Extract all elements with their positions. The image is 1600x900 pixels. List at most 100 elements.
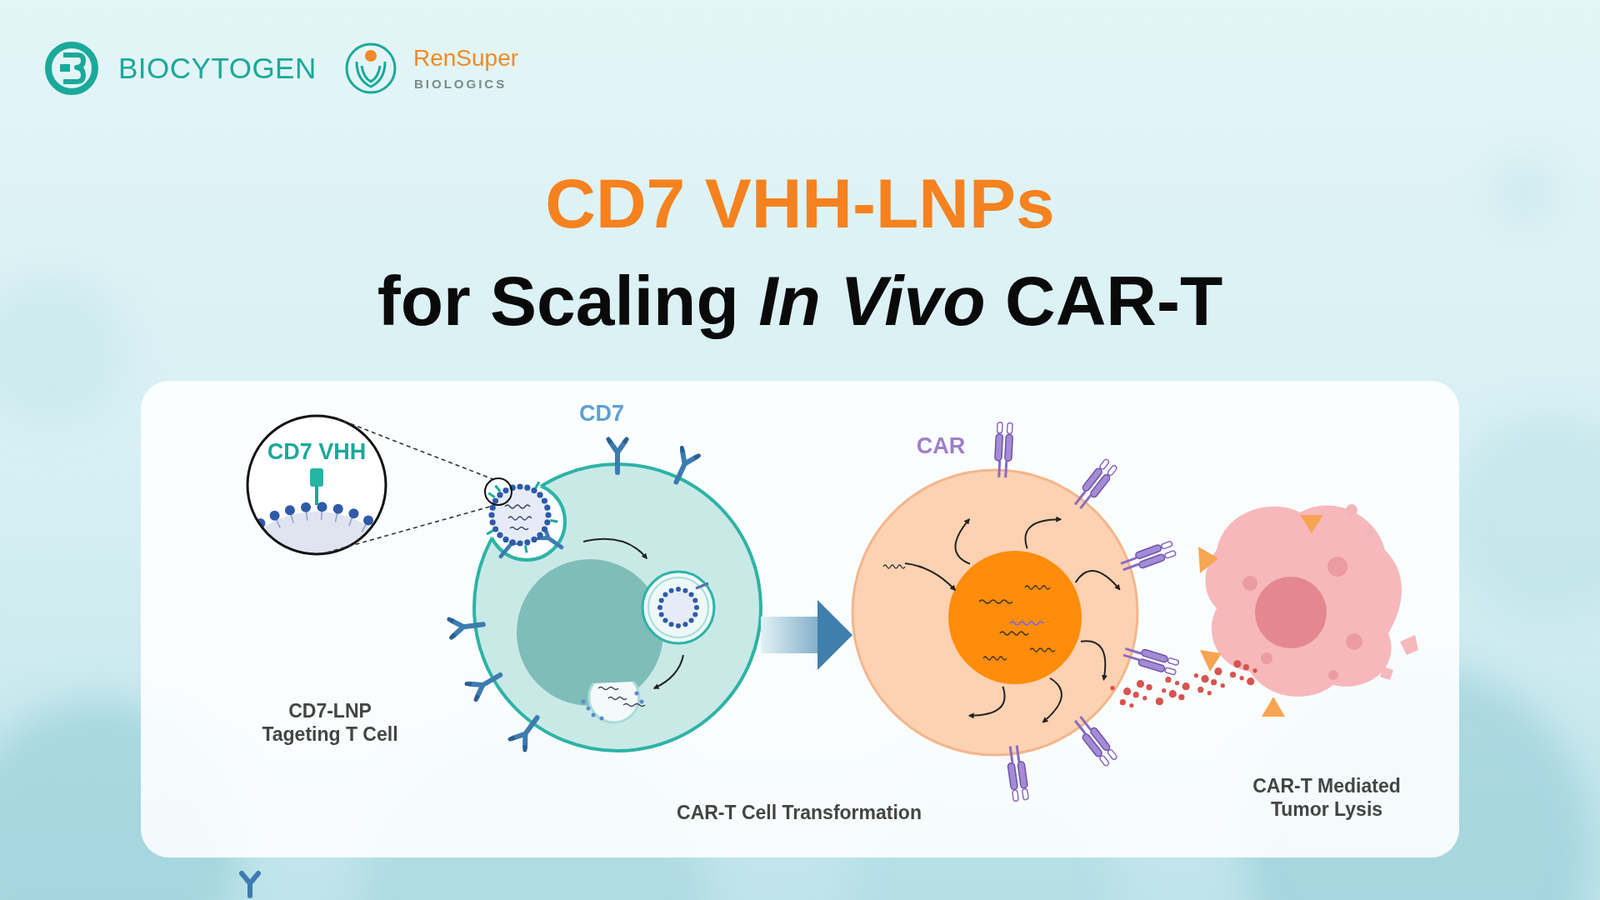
diagram-panel <box>140 380 1460 858</box>
lnp <box>486 481 558 553</box>
endosome <box>695 583 709 589</box>
lnp <box>486 481 558 553</box>
endosome <box>660 589 697 626</box>
car-t-cell-body <box>948 550 1082 685</box>
cd7-receptors <box>466 666 505 700</box>
lipid-head <box>662 618 668 624</box>
title: CD7 VHH-LNPs <box>0 163 1600 245</box>
tumor-cell <box>1365 529 1375 538</box>
lipid-head <box>544 519 550 525</box>
stage-label: CAR-T Cell Transformation <box>676 801 922 825</box>
logo-rensuper-icon <box>346 44 395 93</box>
lipid-head <box>682 588 688 594</box>
granule <box>1169 690 1177 698</box>
lipid-head <box>242 528 253 539</box>
title-line: for ScalingIn VivoCAR-T <box>0 260 1600 342</box>
expression-arrow <box>955 519 970 564</box>
cytotoxic-granules <box>1261 696 1285 717</box>
mrna <box>1025 585 1050 590</box>
receptor-label: CAR <box>916 432 966 460</box>
background-blobs <box>0 275 125 425</box>
granule <box>1243 664 1250 670</box>
tumor-cell: CAR-T Mediated Tumor Lysis <box>1200 512 1405 713</box>
arrow-shaft <box>760 616 820 654</box>
endosome <box>648 577 709 638</box>
mrna <box>623 704 645 707</box>
mrna <box>979 600 1013 604</box>
granule <box>1155 697 1164 705</box>
granule <box>1110 685 1115 690</box>
company-logo: RenSuper <box>413 44 519 73</box>
granule <box>1210 679 1217 685</box>
lipid-head <box>215 568 225 579</box>
lipid-tail <box>236 545 247 554</box>
lipid-head <box>689 591 695 597</box>
lipid-head <box>502 487 509 494</box>
cd7-receptors <box>608 439 627 473</box>
background-blobs <box>1491 158 1559 225</box>
magnifier <box>247 415 386 555</box>
car-t-cell-body <box>883 565 1055 660</box>
expression-arrow <box>1043 678 1062 723</box>
zoom-label: CD7 VHH <box>267 438 367 465</box>
lipid-head <box>398 548 409 559</box>
lipid-head <box>490 505 496 511</box>
lipid-fragment <box>591 713 596 718</box>
car-t-cell: CAR <box>852 470 1138 755</box>
tumor-cell <box>1328 670 1339 680</box>
car-t-cell-body <box>905 519 1120 722</box>
lipid-head <box>300 502 311 513</box>
granule <box>1178 694 1185 700</box>
zoom-spot <box>485 478 512 505</box>
lipid-head <box>669 621 675 627</box>
endosome <box>642 571 715 644</box>
lipid-head <box>524 539 530 545</box>
company-logo-sub: BIOLOGICS <box>414 76 507 92</box>
vhh-spike <box>486 530 494 535</box>
lipid-head <box>405 563 416 574</box>
logo-biocytogen-icon <box>48 45 95 92</box>
granule <box>1142 695 1147 700</box>
lipid-head <box>659 611 665 617</box>
lipid-head <box>270 510 280 521</box>
car-mrna <box>1010 621 1044 625</box>
lipid-head <box>316 501 327 512</box>
cd7-receptors <box>667 448 699 487</box>
lipid-head <box>675 586 681 592</box>
granule <box>1182 682 1190 690</box>
magnifier <box>210 415 422 709</box>
lipid-head <box>545 511 551 518</box>
title-part: CAR-T <box>1005 260 1223 342</box>
lipid-head <box>662 591 668 597</box>
tumor-cell <box>1242 575 1258 591</box>
vhh-spike <box>488 493 495 498</box>
expression-arrow <box>969 686 1005 716</box>
lipid-head <box>231 540 242 550</box>
granule <box>1133 691 1140 698</box>
background-blobs <box>1450 416 1600 617</box>
lipid-head <box>657 605 663 610</box>
lipid-head <box>496 491 503 498</box>
car-receptors <box>1005 745 1030 802</box>
lipid-head <box>541 525 548 532</box>
lipid-head <box>669 588 675 594</box>
vhh-spike <box>535 481 540 489</box>
lipid-fragment <box>581 700 586 705</box>
granule <box>1200 675 1209 683</box>
lipid-head <box>348 508 359 519</box>
tumor-cell <box>1345 633 1363 650</box>
expression-arrow <box>1080 640 1105 680</box>
cd7-receptors <box>449 615 485 638</box>
granule <box>1246 677 1255 685</box>
lipid-head <box>210 583 221 594</box>
lipid-head <box>541 497 548 504</box>
tumor-cell <box>1345 504 1358 516</box>
vhh-spike <box>495 485 500 492</box>
mrna <box>510 527 529 530</box>
t-cell-body <box>474 464 761 751</box>
tumor-cell <box>1400 635 1419 655</box>
car-receptors <box>994 422 1014 479</box>
car-receptors <box>1119 540 1177 575</box>
car-t-cell-body <box>852 470 1138 755</box>
